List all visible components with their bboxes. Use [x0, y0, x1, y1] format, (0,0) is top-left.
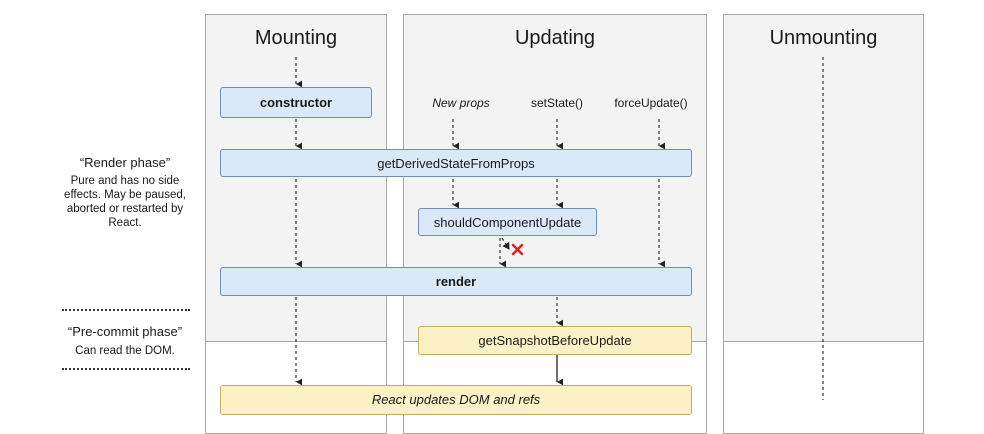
phase-divider-bottom: [62, 368, 190, 370]
phase-divider-top: [62, 309, 190, 311]
render-phase-description: Pure and has no side effects. May be pau…: [64, 175, 186, 229]
trigger-new-props: New props: [432, 96, 490, 110]
trigger-force-update: forceUpdate(): [614, 96, 688, 110]
precommit-phase-description: Can read the DOM.: [75, 345, 175, 357]
render-phase-label: “Render phase”: [79, 155, 171, 170]
stop-x-icon: [511, 243, 524, 256]
should-component-update-label: shouldComponentUpdate: [433, 214, 582, 230]
constructor-box: constructor: [220, 87, 372, 118]
unmounting-title: Unmounting: [769, 27, 878, 49]
flow-arrows: [295, 57, 824, 400]
precommit-phase-label: “Pre-commit phase”: [67, 324, 183, 339]
constructor-label: constructor: [259, 95, 333, 110]
mounting-title: Mounting: [254, 27, 338, 49]
get-snapshot-label: getSnapshotBeforeUpdate: [478, 333, 632, 348]
get-snapshot-box: getSnapshotBeforeUpdate: [418, 326, 692, 355]
should-component-update-box: shouldComponentUpdate: [418, 208, 597, 236]
trigger-set-state: setState(): [530, 96, 584, 110]
updating-title: Updating: [514, 27, 596, 49]
render-label: render: [435, 274, 477, 289]
arrow-scu-stop: [501, 237, 510, 250]
get-derived-state-box: getDerivedStateFromProps: [220, 149, 692, 177]
get-derived-state-label: getDerivedStateFromProps: [377, 155, 535, 171]
dom-updates-box: React updates DOM and refs: [220, 385, 692, 415]
render-box: render: [220, 267, 692, 296]
